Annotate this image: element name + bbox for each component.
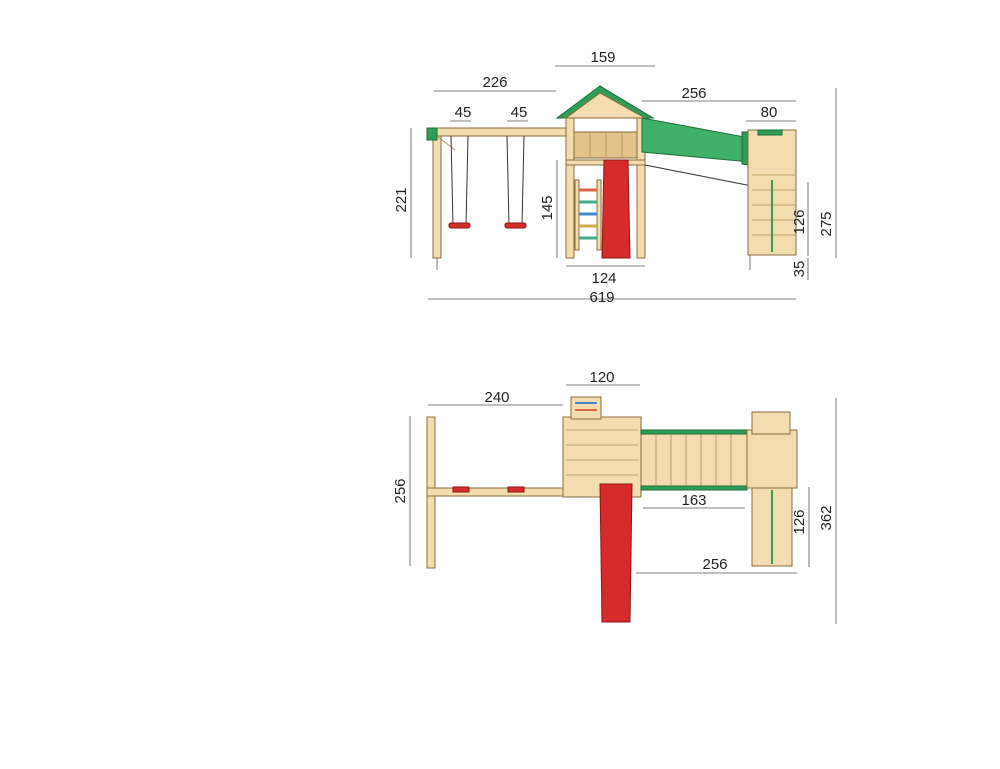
swing-frame [426, 127, 573, 259]
dim-offset-length: 256 [702, 556, 727, 573]
top-swing-seat-1 [452, 486, 470, 493]
tower-post-left [565, 117, 575, 259]
right-platform [747, 129, 797, 256]
dim-overall-depth: 362 [818, 505, 835, 530]
beam-cap [426, 127, 438, 141]
top-platform [746, 429, 798, 489]
slide [601, 159, 631, 259]
tower-post-right [636, 117, 646, 259]
platform-top-cap [757, 129, 783, 136]
dim-overall-height: 275 [818, 211, 835, 236]
top-slide [599, 483, 633, 623]
dim-platform-height: 126 [791, 209, 808, 234]
top-view: 240 120 256 163 126 256 362 [392, 369, 837, 624]
side-view: 226 45 45 159 256 80 221 145 124 619 126… [393, 49, 837, 306]
dim-tower-roof: 159 [590, 49, 615, 66]
top-bridge-edge-bottom [640, 485, 748, 491]
swing-chain-1b [465, 135, 469, 226]
tower-rail [573, 131, 638, 159]
bridge-canopy [641, 117, 751, 163]
top-climbing-wall [751, 411, 791, 435]
dim-swing-beam: 226 [482, 74, 507, 91]
dim-tower-deck: 145 [539, 195, 556, 220]
dim-overall-length: 619 [589, 289, 614, 306]
dim-swing-width: 256 [392, 478, 409, 503]
tower [555, 85, 655, 259]
dim-platform-depth: 126 [791, 509, 808, 534]
swing-chain-2a [506, 135, 510, 226]
dim-bridge-span: 256 [681, 85, 706, 102]
dim-swing-length: 240 [484, 389, 509, 406]
dim-bridge-length: 163 [681, 492, 706, 509]
bridge [641, 117, 761, 187]
top-swing-seat-2 [507, 486, 525, 493]
ladder-rail [574, 179, 580, 251]
top-dimensions: 240 120 256 163 126 256 362 [392, 369, 837, 624]
dim-swing-height: 221 [393, 187, 410, 212]
swing-left-post [432, 127, 442, 259]
dim-platform-top: 80 [761, 104, 778, 121]
bridge-rope [644, 164, 753, 187]
beam-brace [436, 135, 456, 151]
top-ladder [570, 396, 602, 420]
tower-gable [564, 92, 647, 119]
top-swing-beam [426, 487, 564, 497]
swing-chain-1a [450, 135, 454, 226]
top-bridge-edge-top [640, 429, 748, 435]
dim-tower-width: 120 [589, 369, 614, 386]
swing-chain-2b [521, 135, 525, 226]
top-bridge [640, 431, 748, 489]
swing-seat-1 [448, 222, 471, 229]
dim-seat-right: 45 [511, 104, 528, 121]
ladder-rail [596, 179, 602, 251]
dim-tower-base: 124 [591, 270, 616, 287]
side-dimensions: 226 45 45 159 256 80 221 145 124 619 126… [393, 49, 837, 306]
dim-seat-left: 45 [455, 104, 472, 121]
swing-seat-2 [504, 222, 527, 229]
dim-ground-gap: 35 [791, 261, 808, 278]
swing-beam [426, 127, 573, 137]
